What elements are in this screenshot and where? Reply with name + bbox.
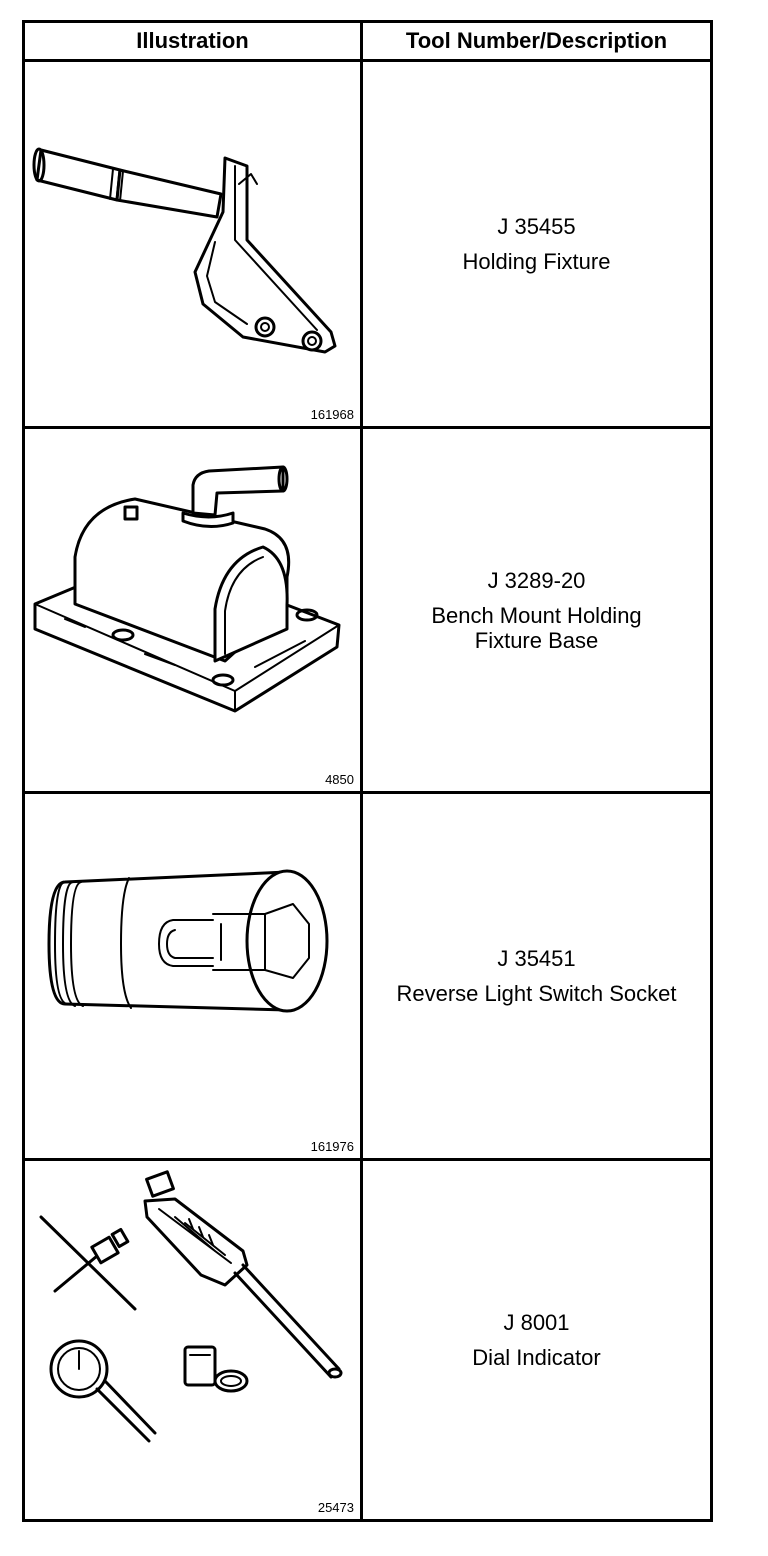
header-tool-number-description: Tool Number/Description <box>360 20 713 62</box>
description-cell: J 8001 Dial Indicator <box>360 1158 713 1522</box>
dial-indicator-illustration <box>39 1170 343 1443</box>
illustration-cell: 161976 <box>22 791 363 1161</box>
figure-number: 25473 <box>317 1500 354 1515</box>
table-row: 25473 J 8001 Dial Indicator <box>22 1158 713 1522</box>
table-row: 4850 J 3289-20 Bench Mount Holding Fixtu… <box>22 426 713 794</box>
tool-name: Holding Fixture <box>462 249 611 274</box>
tool-name: Dial Indicator <box>472 1345 601 1370</box>
figure-number: 161968 <box>310 407 354 422</box>
illustration-cell: 161968 <box>22 59 363 429</box>
table-row: 161968 J 35455 Holding Fixture <box>22 59 713 429</box>
header-illustration: Illustration <box>22 20 363 62</box>
tool-name: Bench Mount Holding Fixture Base <box>431 602 642 653</box>
description-cell: J 35451 Reverse Light Switch Socket <box>360 791 713 1161</box>
figure-number: 4850 <box>325 772 354 787</box>
table-header-row: Illustration Tool Number/Description <box>22 20 713 62</box>
tool-number: J 8001 <box>503 1310 570 1335</box>
bench-mount-base-illustration <box>33 465 341 713</box>
table-row: 161976 J 35451 Reverse Light Switch Sock… <box>22 791 713 1161</box>
tool-number: J 35451 <box>497 946 576 971</box>
description-cell: J 35455 Holding Fixture <box>360 59 713 429</box>
figure-number: 161976 <box>310 1139 354 1154</box>
tool-number: J 3289-20 <box>487 567 586 593</box>
tool-number: J 35455 <box>497 214 576 239</box>
tool-name: Reverse Light Switch Socket <box>396 981 677 1006</box>
illustration-cell: 4850 <box>22 426 363 794</box>
reverse-light-socket-illustration <box>47 869 329 1013</box>
tool-chart: Illustration Tool Number/Description <box>22 20 713 1522</box>
illustration-cell: 25473 <box>22 1158 363 1522</box>
tool-table: Illustration Tool Number/Description <box>22 20 713 1522</box>
holding-fixture-illustration <box>32 147 337 354</box>
description-cell: J 3289-20 Bench Mount Holding Fixture Ba… <box>360 426 713 794</box>
